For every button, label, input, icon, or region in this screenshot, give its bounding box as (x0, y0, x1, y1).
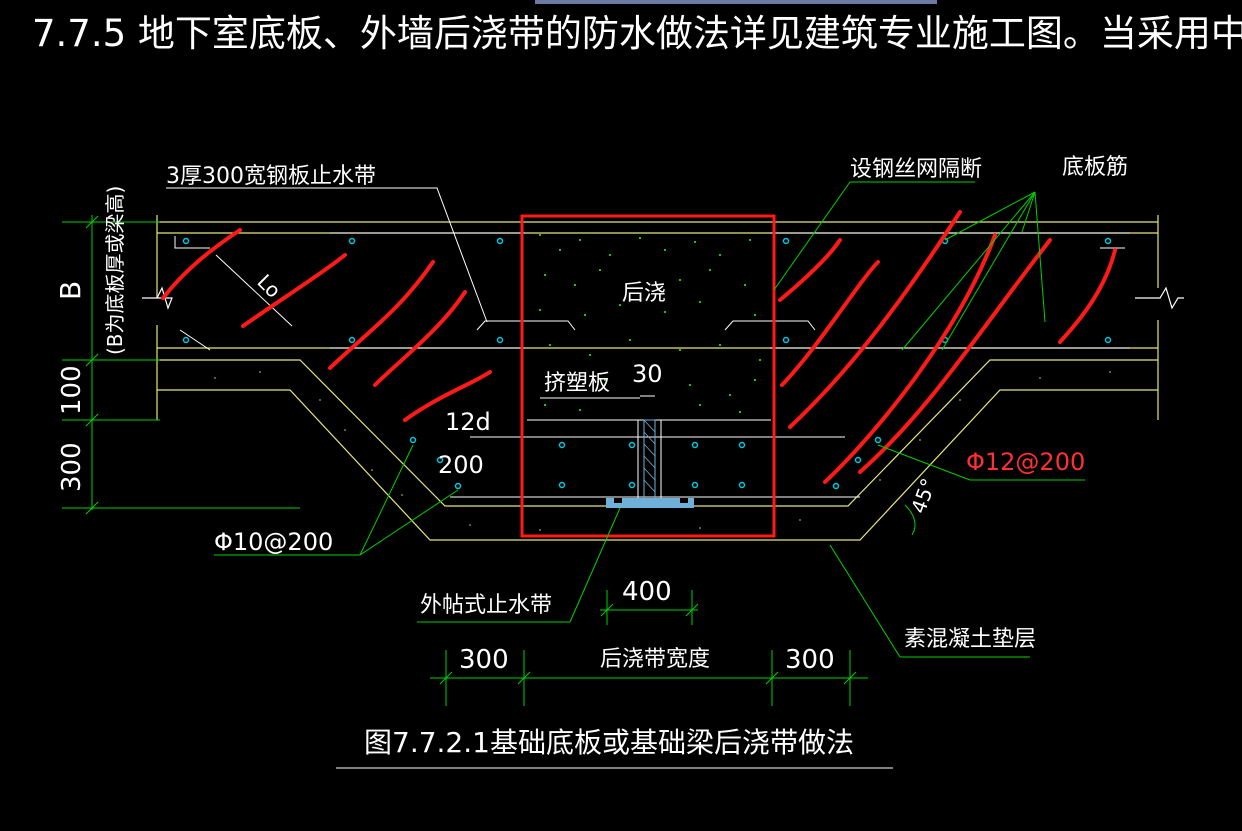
label-dim-400: 400 (622, 577, 672, 607)
label-plain-concrete: 素混凝土垫层 (904, 627, 1036, 652)
post-pour-frame (520, 214, 776, 538)
dim-bottom (430, 590, 868, 706)
label-wire-mesh: 设钢丝网隔断 (850, 157, 982, 182)
label-B: B (54, 281, 87, 300)
header-text: 7.7.5 地下室底板、外墙后浇带的防水做法详见建筑专业施工图。当采用中埋式止水… (32, 12, 1242, 55)
rebar-dots (182, 237, 1112, 490)
post-pour-fill (539, 234, 761, 413)
label-bottom-rebar: 底板筋 (1062, 155, 1128, 180)
center-strip (643, 419, 656, 501)
label-dim-100: 100 (57, 365, 87, 415)
dim-left (62, 215, 300, 515)
label-steel-plate-stop: 3厚300宽钢板止水带 (166, 164, 376, 189)
figure-caption: 图7.7.2.1基础底板或基础梁后浇带做法 (364, 726, 854, 759)
red-marks (161, 210, 1117, 484)
label-extruded-board: 挤塑板 (544, 371, 610, 396)
label-lo: Lo (252, 269, 285, 302)
label-B-note: (B为底板厚或梁高) (103, 186, 127, 355)
label-200: 200 (438, 451, 484, 479)
label-12d: 12d (445, 408, 491, 436)
label-dim-300-left: 300 (459, 645, 509, 675)
cushion-hatch (214, 371, 1111, 531)
label-band-width: 后浇带宽度 (600, 647, 710, 672)
label-dim-30: 30 (632, 360, 663, 388)
label-phi12: Φ12@200 (966, 448, 1085, 476)
label-phi10: Φ10@200 (214, 528, 333, 556)
label-external-stop: 外帖式止水带 (420, 593, 552, 618)
selection-bar (535, 0, 937, 4)
label-angle45: 45° (906, 475, 941, 517)
label-post-pour: 后浇 (622, 281, 666, 306)
external-stop-strip (606, 498, 694, 508)
break-right (1135, 286, 1184, 310)
label-dim-300-vert: 300 (57, 442, 87, 492)
leader-lines (214, 181, 1085, 658)
label-dim-300-right: 300 (785, 645, 835, 675)
center-strip-hatch (643, 419, 656, 493)
annotation-leaders (166, 187, 488, 323)
